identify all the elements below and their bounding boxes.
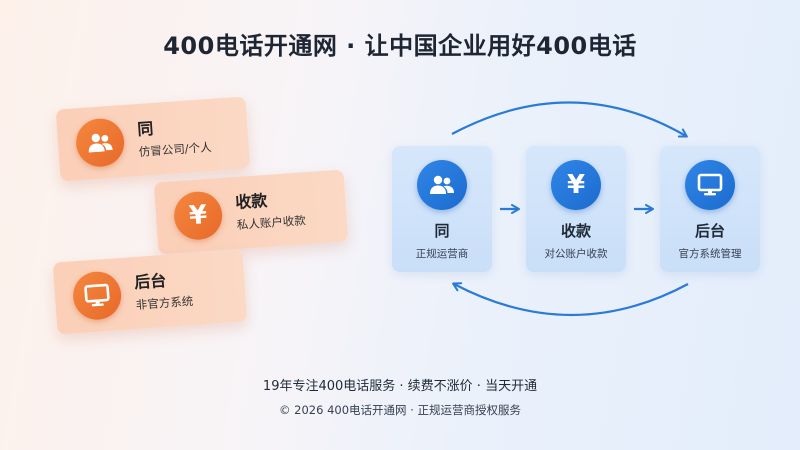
yen-icon: ¥: [551, 160, 601, 210]
page-title: 400电话开通网 · 让中国企业用好400电话: [163, 32, 637, 60]
card-subtitle: 非官方系统: [135, 294, 194, 313]
yen-glyph: ¥: [188, 200, 209, 232]
top-cycle-arrow: [451, 101, 688, 138]
users-icon: [74, 117, 126, 169]
card-title: 后台: [133, 270, 167, 293]
box-subtitle: 官方系统管理: [678, 248, 742, 260]
box-subtitle: 正规运营商: [415, 248, 469, 260]
yen-icon: ¥: [172, 190, 224, 242]
card-title: 收款: [234, 190, 268, 213]
official-box-operator: 同 正规运营商: [392, 146, 492, 272]
official-box-backend: 后台 官方系统管理: [660, 146, 760, 272]
card-subtitle: 仿冒公司/个人: [138, 139, 213, 160]
card-title: 同: [136, 118, 154, 140]
monitor-icon: [71, 270, 123, 322]
fake-card-backend: 后台 非官方系统: [52, 249, 248, 335]
footer-tagline: 19年专注400电话服务 · 续费不涨价 · 当天开通: [262, 379, 538, 394]
yen-glyph: ¥: [566, 170, 586, 200]
bottom-cycle-arrow: [452, 282, 689, 317]
monitor-icon: [685, 160, 735, 210]
box-title: 同: [434, 222, 450, 240]
footer-copyright: © 2026 400电话开通网 · 正规运营商授权服务: [279, 403, 521, 417]
fake-card-payment: ¥ 收款 私人账户收款: [153, 169, 349, 255]
official-box-payment: ¥ 收款 对公账户收款: [526, 146, 626, 272]
card-subtitle: 私人账户收款: [236, 213, 307, 233]
box-title: 收款: [560, 222, 591, 240]
box-title: 后台: [694, 222, 725, 240]
fake-card-company: 同 仿冒公司/个人: [55, 96, 251, 182]
box-subtitle: 对公账户收款: [544, 248, 608, 260]
users-icon: [417, 160, 467, 210]
